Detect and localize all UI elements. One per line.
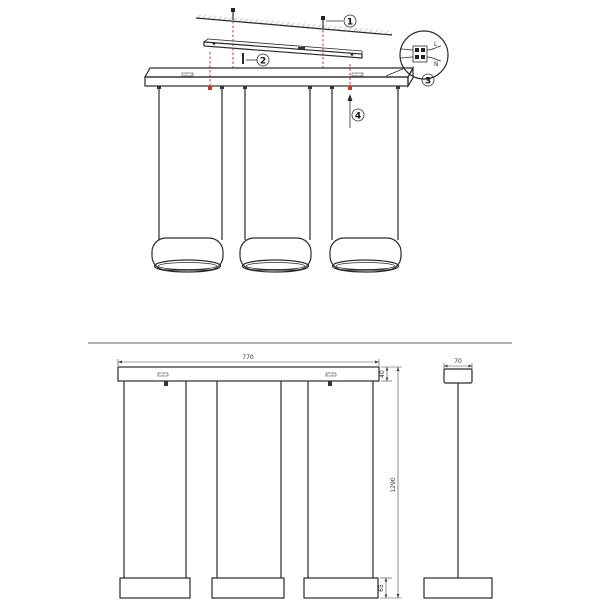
side-width-dimension: 70 [443, 358, 473, 370]
total-height-label: 1290 [390, 477, 397, 492]
step-4-callout: 4 [347, 94, 365, 128]
canopy-vent-left [181, 72, 194, 77]
side-canopy [443, 368, 473, 384]
front-view: 770 40 1290 [117, 354, 402, 599]
step-2-label: 2 [260, 57, 266, 67]
canopy-height-dimension: 40 [379, 366, 402, 382]
terminal-n-label: N [434, 61, 439, 68]
shade-height-dimension: 65 [378, 577, 392, 598]
front-cables [123, 381, 374, 578]
front-canopy [117, 366, 380, 386]
canopy-box [143, 65, 415, 90]
canopy-height-label: 40 [379, 370, 386, 378]
canopy-vent-right [351, 72, 364, 77]
ceiling [195, 14, 393, 36]
wiring-detail: L N [385, 30, 449, 80]
installation-view: 1 2 [143, 8, 449, 273]
ceiling-screw-left [231, 8, 235, 20]
side-shade [423, 577, 493, 599]
side-view: 70 [423, 358, 493, 599]
mounting-bracket [203, 38, 363, 59]
front-shade-2 [211, 577, 285, 599]
pendant-2 [239, 89, 312, 273]
pendant-3 [329, 89, 402, 273]
pendant-1 [151, 89, 224, 273]
side-width-label: 70 [454, 358, 462, 365]
step-2-callout: 2 [242, 53, 270, 67]
step-3-callout: 3 [421, 73, 435, 87]
total-height-dimension: 1290 [380, 367, 402, 599]
width-dimension-label: 770 [242, 354, 254, 361]
step-1-callout: 1 [326, 14, 357, 28]
shade-height-label: 65 [378, 584, 385, 592]
terminal-l-label: L [434, 41, 438, 48]
step-1-label: 1 [347, 18, 353, 28]
front-shade-3 [303, 577, 379, 599]
width-dimension: 770 [117, 354, 380, 366]
front-shade-1 [119, 577, 191, 599]
step-3-label: 3 [425, 77, 431, 87]
step-4-label: 4 [355, 112, 361, 122]
ceiling-screw-right [321, 16, 325, 28]
